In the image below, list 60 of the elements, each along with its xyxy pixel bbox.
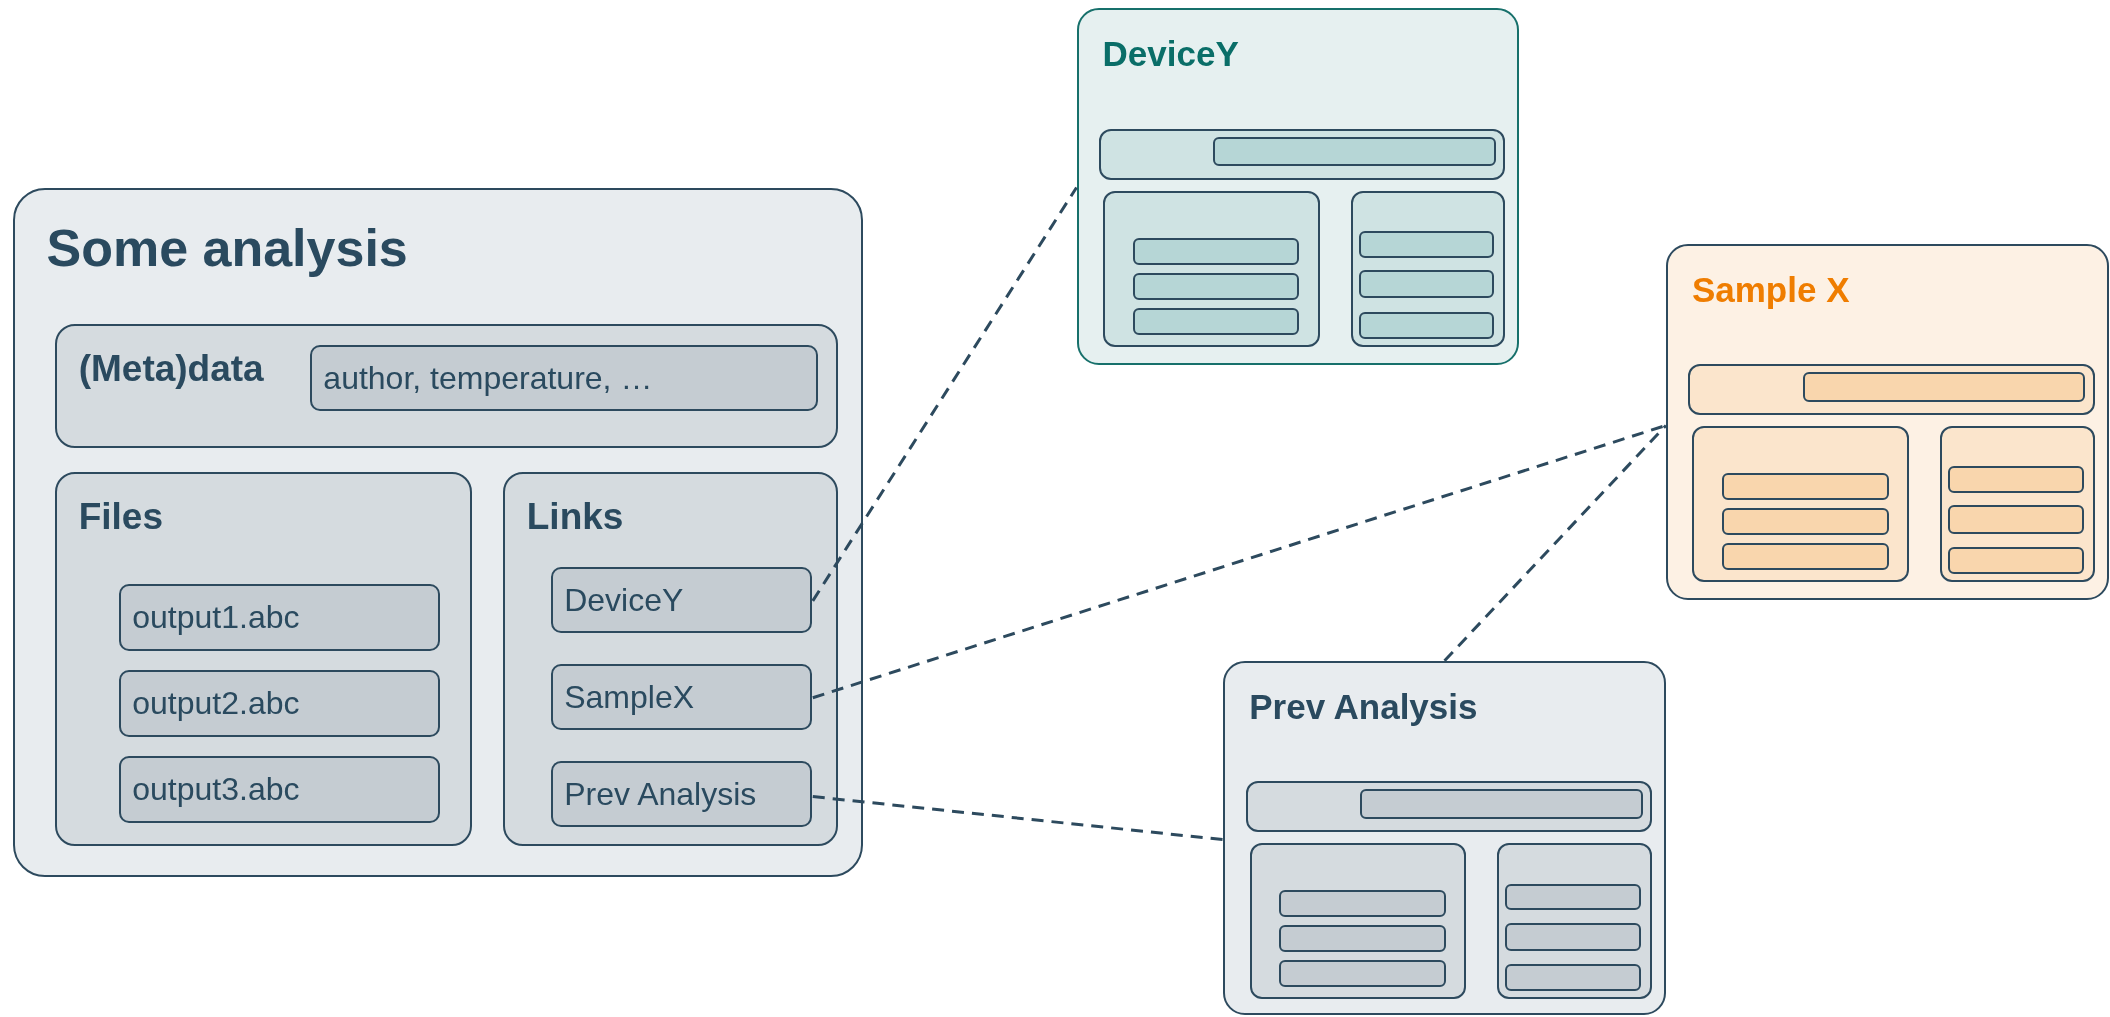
placeholder-bar	[1279, 890, 1447, 918]
placeholder-bar	[1948, 547, 2084, 575]
file-name: output1.abc	[132, 598, 300, 636]
file-name: output2.abc	[132, 684, 300, 722]
placeholder-panel	[1098, 128, 1506, 180]
placeholder-panel	[1245, 781, 1652, 833]
placeholder-panel	[1249, 843, 1467, 1000]
field-text: author, temperature, …	[323, 359, 653, 397]
dashed-connector	[812, 795, 1224, 842]
section-panel	[54, 471, 472, 846]
placeholder-bar	[1132, 307, 1300, 335]
placeholder-bar	[1358, 269, 1495, 299]
placeholder-bar	[1505, 964, 1642, 992]
card-title: DeviceY	[1102, 34, 1239, 75]
placeholder-bar	[1721, 543, 1889, 571]
placeholder-panel	[1350, 190, 1506, 347]
placeholder-panel	[1102, 190, 1320, 347]
placeholder-bar	[1279, 925, 1447, 953]
placeholder-bar	[1948, 505, 2084, 534]
file-item	[119, 583, 440, 651]
placeholder-bar	[1359, 789, 1643, 819]
dashed-connector	[1443, 424, 1668, 662]
entity-card	[1223, 660, 1666, 1015]
panel-heading: Some analysis	[46, 218, 408, 279]
file-name: output3.abc	[132, 770, 300, 808]
link-item	[551, 664, 813, 731]
placeholder-bar	[1802, 372, 2086, 402]
entity-card	[1076, 8, 1520, 365]
link-text: SampleX	[564, 678, 695, 716]
placeholder-bar	[1721, 508, 1889, 536]
placeholder-bar	[1132, 272, 1300, 300]
analysis-panel	[13, 188, 863, 878]
placeholder-panel	[1497, 843, 1652, 1000]
placeholder-bar	[1358, 230, 1495, 258]
file-item	[119, 669, 440, 737]
file-item	[119, 755, 440, 823]
entity-card	[1665, 243, 2109, 601]
placeholder-bar	[1213, 136, 1496, 167]
placeholder-bar	[1358, 311, 1495, 339]
link-item	[551, 567, 813, 634]
link-text: DeviceY	[564, 581, 684, 619]
placeholder-bar	[1279, 960, 1447, 988]
card-title: Prev Analysis	[1249, 686, 1478, 727]
link-text: Prev Analysis	[564, 775, 757, 813]
section-heading: (Meta)data	[78, 347, 264, 390]
metadata-field	[310, 345, 818, 412]
placeholder-bar	[1948, 466, 2084, 494]
placeholder-panel	[1688, 364, 2095, 416]
link-item	[551, 761, 813, 828]
placeholder-bar	[1721, 473, 1889, 501]
placeholder-panel	[1939, 426, 2095, 583]
card-title: Sample X	[1691, 269, 1850, 310]
placeholder-bar	[1505, 922, 1642, 951]
section-panel	[502, 471, 838, 846]
section-panel	[54, 323, 838, 448]
section-heading: Links	[526, 495, 624, 538]
placeholder-panel	[1692, 426, 1909, 583]
section-heading: Files	[78, 495, 163, 538]
placeholder-bar	[1132, 237, 1300, 265]
placeholder-bar	[1505, 883, 1642, 911]
